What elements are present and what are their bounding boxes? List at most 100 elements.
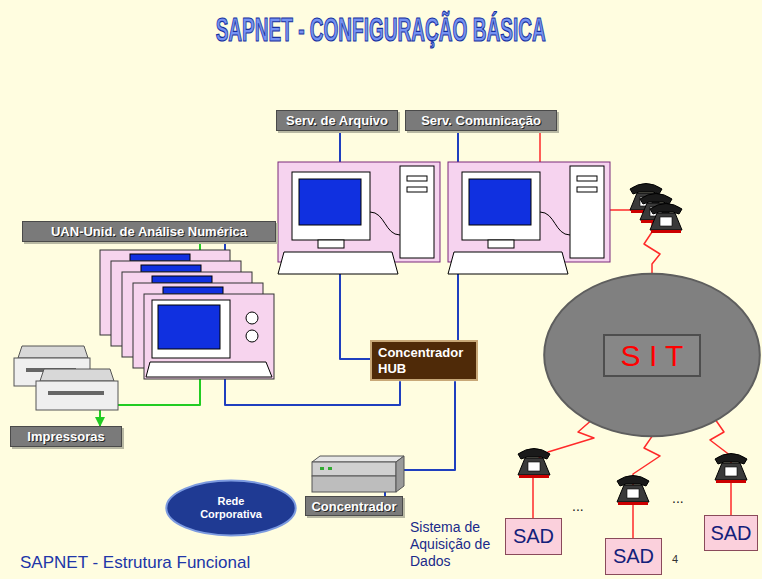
cable <box>370 212 400 235</box>
hub-box: Concentrador HUB <box>370 340 478 381</box>
workstation-stack <box>100 250 274 379</box>
phone-base <box>618 502 648 505</box>
phone-base <box>651 230 681 233</box>
cable <box>540 212 570 235</box>
title-container: SAPNET - CONFIGURAÇÃO BÁSICA <box>0 10 762 49</box>
keyboard <box>448 252 568 274</box>
workstation-label-box: UAN-Unid. de Análise Numérica <box>22 221 276 242</box>
node-text: S I T <box>603 334 702 377</box>
node-text: Concentrador <box>311 499 396 514</box>
concentrator-device <box>312 456 404 492</box>
computer-tower <box>400 166 434 258</box>
phone-base <box>716 480 746 483</box>
telephone-icon <box>518 449 550 479</box>
printer-feed <box>18 346 88 358</box>
node-text: SAD <box>513 525 554 548</box>
ellipse-shape <box>166 481 295 536</box>
network-ellipse: Rede Corporativa <box>165 480 297 536</box>
note-text: Sistema de Aquisição de Dados <box>410 519 502 570</box>
ellipsis-mark: ... <box>572 498 584 514</box>
device-front <box>312 476 396 492</box>
node-text: Serv. Comunicação <box>421 113 541 128</box>
device-side <box>396 456 404 492</box>
telephone-icon <box>617 476 649 506</box>
monitor-screen <box>130 254 190 261</box>
monitor <box>292 172 370 240</box>
phone-handset <box>715 454 747 465</box>
device-light <box>320 467 324 470</box>
phone-keypad <box>660 217 672 226</box>
monitor-screen <box>152 276 212 283</box>
page-number: 4 <box>672 553 678 565</box>
node-text: SAD <box>613 545 654 568</box>
node-text: Concentrador HUB <box>378 345 470 376</box>
monitor-screen <box>163 287 223 294</box>
printer-slot <box>48 391 104 395</box>
monitor-screen <box>141 265 201 272</box>
keyboard <box>146 362 272 377</box>
monitor-stand <box>488 240 514 248</box>
telephone-icon <box>715 454 747 484</box>
node-text: Impressoras <box>27 429 104 444</box>
diagram-caption: SAPNET - Estrutura Funcional <box>20 553 250 572</box>
monitor-screen <box>158 305 220 349</box>
monitor <box>462 172 540 240</box>
printers <box>14 346 118 410</box>
phone-base <box>519 475 549 478</box>
station-box: SAD <box>704 515 758 551</box>
caption-container: SAPNET - Estrutura Funcional <box>20 553 250 573</box>
telephone-icon <box>650 204 682 234</box>
station-box: SAD <box>605 538 662 575</box>
drive-bay <box>407 176 427 181</box>
phone-body <box>715 463 747 480</box>
ellipsis-mark: ... <box>672 490 684 506</box>
ellipse-shape <box>544 274 760 437</box>
printer-label-box: Impressoras <box>10 426 122 447</box>
phone-handset <box>630 184 662 195</box>
drive-bay <box>407 187 427 192</box>
device-front <box>312 462 396 476</box>
station-box: SAD <box>505 518 562 555</box>
control-knob <box>246 312 258 324</box>
phone-body <box>518 458 550 475</box>
phone-keypad <box>725 467 737 476</box>
drive-bay <box>577 187 597 192</box>
node-text: SAD <box>710 522 751 545</box>
node-text: UAN-Unid. de Análise Numérica <box>51 224 247 239</box>
node-text: Rede Corporativa <box>192 495 270 520</box>
monitor <box>152 300 230 358</box>
computer-case <box>448 162 610 262</box>
phone-handset <box>650 204 682 215</box>
computer-case <box>278 162 440 262</box>
server-computer <box>448 162 610 274</box>
monitor-stand <box>318 240 344 248</box>
monitor-screen <box>469 179 531 225</box>
printer-feed <box>40 369 114 381</box>
server-label-box: Serv. Comunicação <box>405 110 557 131</box>
node-text: Serv. de Arquivo <box>286 113 388 128</box>
device-light <box>328 467 332 470</box>
phone-keypad <box>528 462 540 471</box>
computer-tower <box>570 166 604 258</box>
workstation-card <box>144 294 274 379</box>
network-ellipse: S I T <box>542 272 762 438</box>
server-label-box: Serv. de Arquivo <box>276 110 398 131</box>
phone-handset <box>640 194 672 205</box>
drive-bay <box>577 176 597 181</box>
control-knob <box>246 330 258 342</box>
phone-handset <box>518 449 550 460</box>
keyboard <box>278 252 398 274</box>
monitor-screen <box>299 179 361 225</box>
connector-line <box>385 381 455 496</box>
phone-keypad <box>627 489 639 498</box>
diagram-title: SAPNET - CONFIGURAÇÃO BÁSICA <box>216 10 546 49</box>
device-top <box>312 456 404 462</box>
device-label-box: Concentrador <box>305 496 403 516</box>
connector-group <box>100 131 731 538</box>
phone-handset <box>617 476 649 487</box>
server-computer <box>278 162 440 274</box>
phone-body <box>617 485 649 502</box>
printer-body <box>36 381 118 410</box>
phone-body <box>650 213 682 230</box>
